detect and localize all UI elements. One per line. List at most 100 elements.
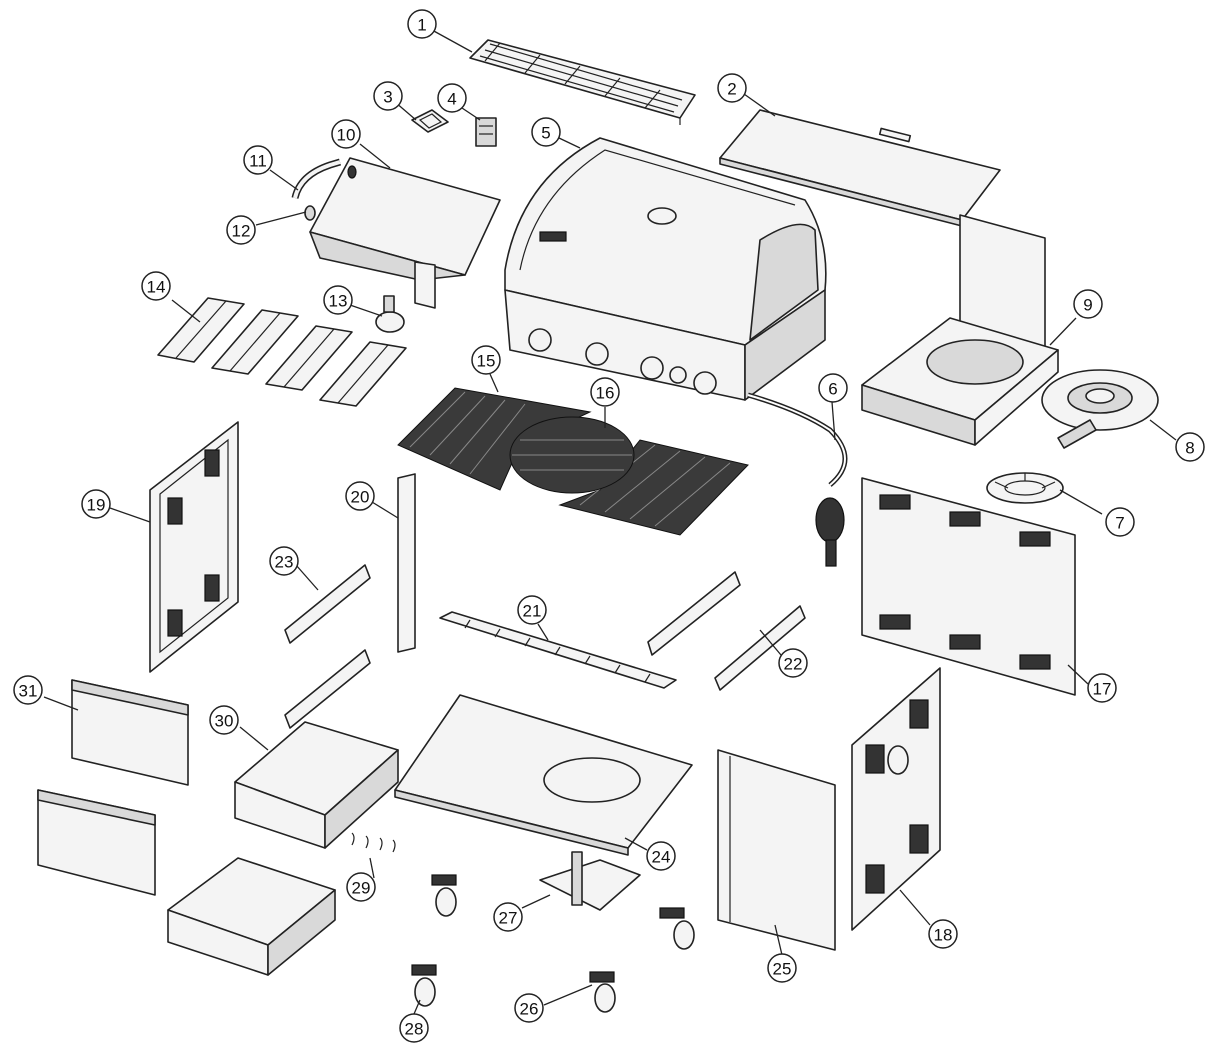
callout-circle: [399, 1013, 429, 1043]
callout-label: 12: [232, 222, 251, 241]
callout-label: 3: [383, 88, 392, 107]
callout-circle: [493, 902, 523, 932]
callout-16: 16: [590, 377, 620, 407]
callout-label: 22: [784, 655, 803, 674]
callout-24: 24: [646, 841, 676, 871]
callout-label: 27: [499, 909, 518, 928]
callout-8: 8: [1175, 432, 1205, 462]
callout-label: 24: [652, 848, 671, 867]
callout-circle: [531, 117, 561, 147]
callout-circle: [345, 481, 375, 511]
callout-4: 4: [437, 83, 467, 113]
part-side-burner: [1041, 369, 1159, 449]
callout-label: 17: [1093, 680, 1112, 699]
callout-label: 28: [405, 1020, 424, 1039]
part-caster-26: [589, 971, 616, 1013]
callout-13: 13: [323, 285, 353, 315]
callout-11: 11: [243, 145, 273, 175]
callout-circle: [243, 145, 273, 175]
callout-label: 1: [417, 16, 426, 35]
callout-14: 14: [141, 271, 171, 301]
part-drawer-rails-right: [647, 571, 806, 691]
part-caster-left: [431, 874, 457, 917]
callout-20: 20: [345, 481, 375, 511]
part-front-rail: [439, 611, 677, 689]
part-cooking-grates: [397, 387, 749, 536]
callout-7: 7: [1105, 507, 1135, 537]
callout-circle: [226, 215, 256, 245]
callout-circle: [331, 119, 361, 149]
part-round-grate: [509, 416, 635, 494]
part-bracket: [475, 117, 497, 147]
part-pan-support: [986, 472, 1064, 504]
callout-28: 28: [399, 1013, 429, 1043]
callout-19: 19: [81, 489, 111, 519]
callout-label: 19: [87, 496, 106, 515]
part-handle-cap: [304, 205, 316, 221]
callout-circle: [269, 546, 299, 576]
callout-23: 23: [269, 546, 299, 576]
callout-18: 18: [928, 919, 958, 949]
callout-circle: [471, 345, 501, 375]
callout-label: 26: [520, 1000, 539, 1019]
callout-label: 21: [523, 602, 542, 621]
callout-circle: [717, 73, 747, 103]
part-drawer-upper: [234, 721, 399, 849]
callout-15: 15: [471, 345, 501, 375]
part-bottom-shelf: [394, 694, 693, 856]
callout-5: 5: [531, 117, 561, 147]
callout-6: 6: [818, 373, 848, 403]
callout-label: 2: [727, 80, 736, 99]
callout-10: 10: [331, 119, 361, 149]
callout-circle: [81, 489, 111, 519]
part-back-panel: [861, 477, 1076, 696]
callout-30: 30: [209, 705, 239, 735]
callout-label: 11: [249, 152, 267, 171]
callout-circle: [590, 377, 620, 407]
callout-circle: [778, 648, 808, 678]
part-drawer-fronts: [37, 679, 189, 896]
callout-circle: [928, 919, 958, 949]
callout-27: 27: [493, 902, 523, 932]
part-vertical-post: [397, 473, 416, 653]
part-side-burner-lid: [719, 109, 1001, 227]
part-right-side-panel: [851, 667, 941, 931]
callout-label: 10: [337, 126, 356, 145]
callout-circle: [1087, 673, 1117, 703]
callout-circle: [346, 872, 376, 902]
callout-circle: [1105, 507, 1135, 537]
callout-circle: [1175, 432, 1205, 462]
part-caster-28: [411, 964, 437, 1007]
callout-label: 4: [447, 90, 456, 109]
callout-circle: [373, 81, 403, 111]
callout-25: 25: [767, 953, 797, 983]
callout-9: 9: [1073, 289, 1103, 319]
part-side-burner-housing: [861, 214, 1059, 446]
part-grill-hood: [504, 137, 827, 401]
part-hooks: [351, 832, 396, 853]
callout-circle: [209, 705, 239, 735]
callout-label: 31: [19, 682, 38, 701]
callout-label: 8: [1185, 439, 1194, 458]
callout-label: 23: [275, 553, 294, 572]
callout-circle: [514, 993, 544, 1023]
callout-circle: [818, 373, 848, 403]
callout-17: 17: [1087, 673, 1117, 703]
leader-lines: [43, 29, 1177, 1015]
part-left-side-panel: [149, 421, 239, 673]
callout-label: 29: [352, 879, 371, 898]
callout-21: 21: [517, 595, 547, 625]
part-small-plate: [411, 109, 449, 133]
callout-1: 1: [407, 9, 437, 39]
callout-label: 15: [477, 352, 496, 371]
part-warming-rack: [469, 39, 696, 125]
part-caster-front: [659, 907, 695, 950]
part-side-shelf: [309, 157, 501, 309]
callout-label: 13: [329, 292, 348, 311]
part-door: [717, 749, 836, 951]
callout-label: 9: [1083, 296, 1092, 315]
callout-circle: [1073, 289, 1103, 319]
callout-label: 5: [541, 124, 550, 143]
callout-22: 22: [778, 648, 808, 678]
callout-label: 6: [828, 380, 837, 399]
